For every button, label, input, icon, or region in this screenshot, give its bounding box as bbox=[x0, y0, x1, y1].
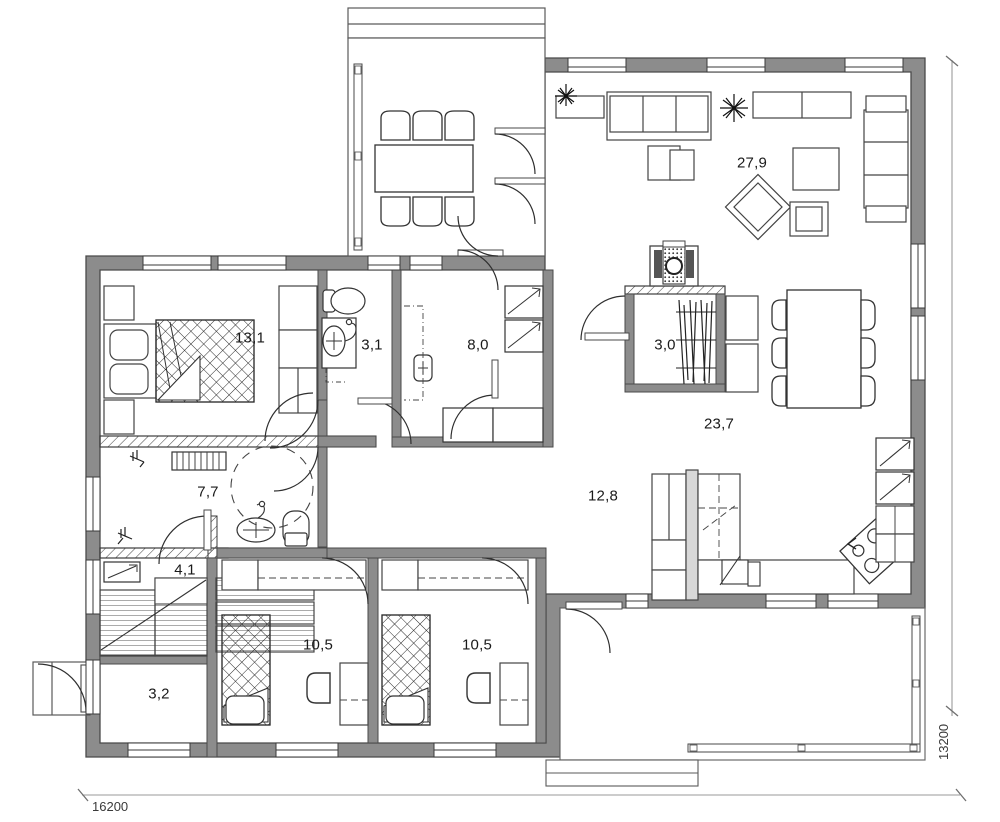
entry-porch bbox=[32, 661, 92, 716]
bedroom-three-furniture bbox=[381, 557, 529, 726]
windows bbox=[85, 57, 926, 758]
area-label-kitchen-dining: 23,7 bbox=[704, 415, 734, 433]
hall-door-swings bbox=[273, 446, 319, 492]
interior-walls bbox=[99, 269, 554, 758]
area-label-entry-hall: 3,2 bbox=[148, 685, 170, 703]
area-label-laundry-room: 8,0 bbox=[467, 336, 489, 354]
master-bedroom-furniture bbox=[103, 285, 318, 442]
toilet-tank bbox=[284, 532, 308, 547]
area-label-corridor-stairs: 4,1 bbox=[174, 561, 196, 579]
area-label-utility-room: 7,7 bbox=[197, 483, 219, 501]
dimension-label-bottom: 16200 bbox=[92, 799, 129, 814]
area-label-living-room: 27,9 bbox=[737, 154, 767, 172]
kitchen-furniture bbox=[651, 437, 915, 601]
terrace-door-swings bbox=[457, 127, 546, 291]
area-label-bathroom-main: 3,1 bbox=[361, 336, 383, 354]
nightstand bbox=[103, 399, 135, 435]
plant-icon bbox=[555, 84, 577, 106]
nightstand bbox=[103, 285, 135, 321]
area-label-bedroom-master: 13,1 bbox=[235, 329, 265, 347]
dining-table-interior bbox=[771, 289, 876, 409]
area-label-bedroom-three: 10,5 bbox=[462, 636, 492, 654]
terrace-dining-set bbox=[374, 110, 475, 227]
area-label-hall-main: 12,8 bbox=[588, 487, 618, 505]
bedroom-two-furniture bbox=[221, 557, 369, 726]
terrace-south bbox=[545, 601, 926, 787]
area-label-bedroom-two: 10,5 bbox=[303, 636, 333, 654]
bathroom-fixtures bbox=[321, 287, 412, 445]
sauna bbox=[580, 240, 759, 393]
dimension-lines bbox=[77, 55, 967, 802]
plant-icon bbox=[720, 94, 748, 122]
toilet-bowl bbox=[330, 287, 366, 315]
area-label-sauna: 3,0 bbox=[654, 336, 676, 354]
living-room-furniture bbox=[555, 84, 909, 241]
laundry-fixtures bbox=[404, 285, 544, 443]
utility-room-fixtures bbox=[117, 445, 314, 565]
dimension-label-right: 13200 bbox=[936, 723, 951, 760]
